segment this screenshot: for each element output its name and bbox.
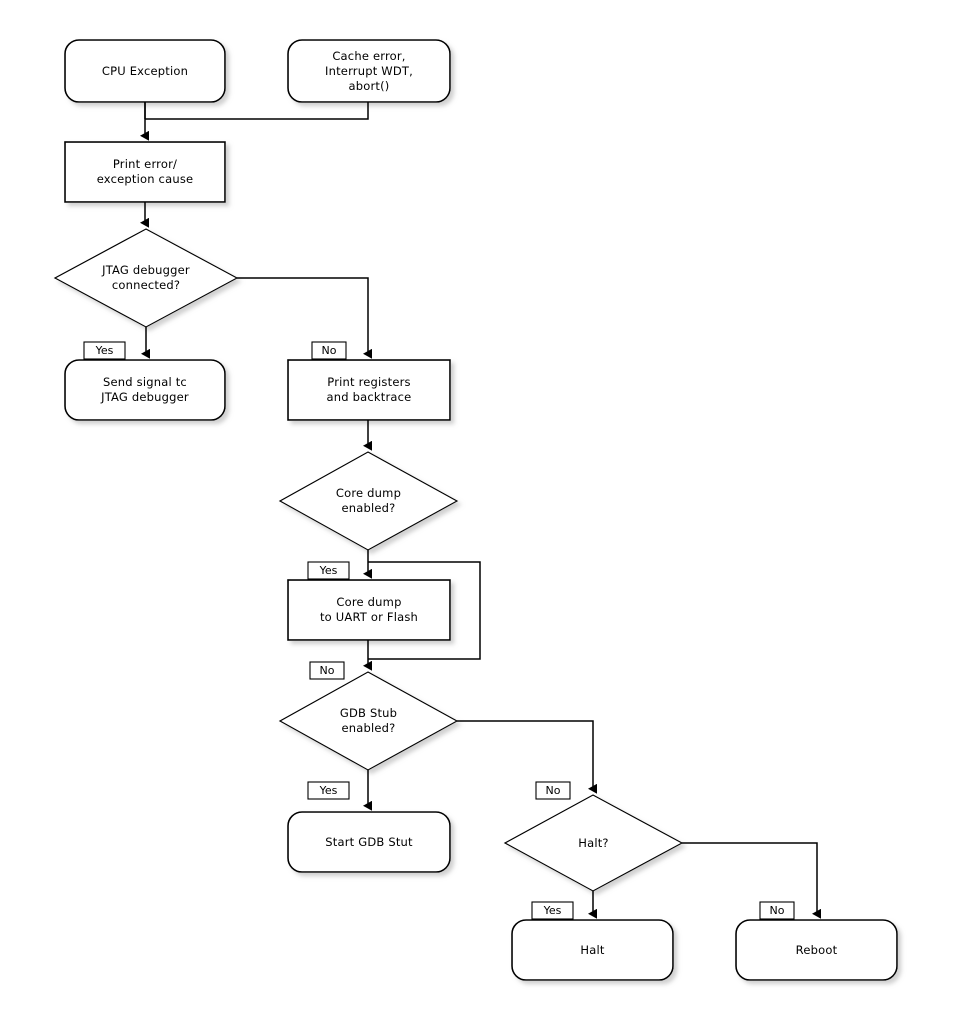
edge-label-box-gdbstub-yes: [307, 781, 350, 800]
edge-cache-to-merge: [145, 102, 369, 120]
node-shape-jtag-connected[interactable]: [53, 228, 239, 328]
edge-label-box-jtag-no: [311, 341, 347, 360]
edge-halt-no: [682, 842, 821, 919]
edge-label-box-halt-no: [759, 901, 795, 920]
node-shape-gdb-stub-enabled[interactable]: [278, 671, 459, 771]
node-shape-print-registers[interactable]: [287, 359, 451, 421]
node-shape-core-dump-enabled[interactable]: [278, 451, 459, 551]
node-shape-send-signal[interactable]: [64, 359, 226, 421]
edge-label-box-coredump-no: [309, 661, 345, 680]
node-shape-reboot[interactable]: [735, 919, 898, 981]
node-shape-cache-error[interactable]: [287, 39, 451, 103]
node-shape-halt-question[interactable]: [503, 794, 684, 892]
node-shape-print-error[interactable]: [64, 141, 226, 203]
edge-label-box-halt-yes: [531, 901, 574, 920]
node-shape-halt[interactable]: [511, 919, 674, 981]
edge-label-box-gdbstub-no: [535, 781, 571, 800]
edge-gdbstub-no: [457, 720, 597, 794]
node-shape-start-gdb-stub[interactable]: [287, 811, 451, 873]
edge-coredump-no: [368, 561, 481, 660]
edge-label-box-jtag-yes: [83, 341, 126, 360]
edge-jtag-no: [237, 277, 372, 359]
node-shape-cpu-exception[interactable]: [64, 39, 226, 103]
node-shape-core-dump-write[interactable]: [287, 579, 451, 641]
edge-label-box-coredump-yes: [307, 561, 350, 580]
